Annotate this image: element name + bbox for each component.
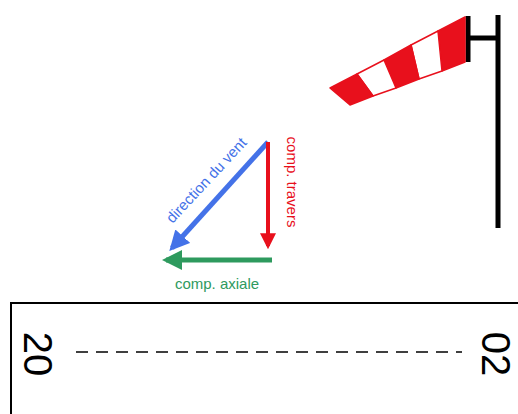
runway-centreline	[76, 351, 462, 353]
pole-arm	[470, 36, 498, 41]
runway: 2002	[10, 302, 518, 414]
runway-number: 02	[476, 332, 516, 377]
wind-direction-label: direction du vent	[163, 135, 249, 226]
windsock	[330, 17, 465, 105]
runway-number: 20	[18, 332, 58, 377]
crosswind-vector	[266, 142, 270, 246]
pole	[496, 15, 501, 228]
sock-ring	[466, 16, 471, 62]
headwind-label: comp. axiale	[175, 276, 259, 291]
headwind-vector	[166, 258, 272, 263]
crosswind-label: comp. travers	[285, 137, 300, 228]
